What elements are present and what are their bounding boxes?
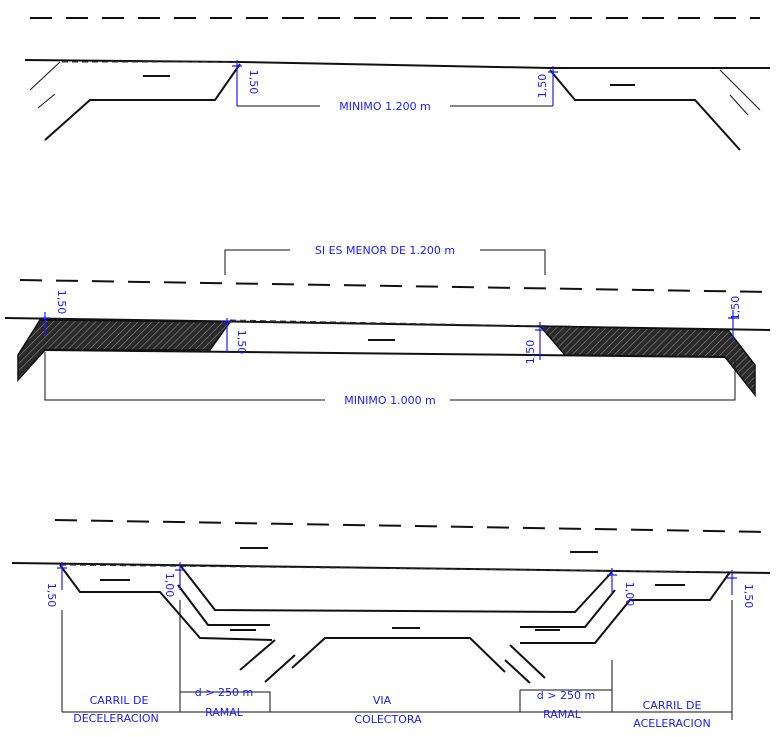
ramal-right-distance: d > 250 m: [537, 689, 595, 702]
dim-line-ramal-left: [180, 691, 271, 712]
min-distance-label-2: MINIMO 1.000 m: [344, 394, 436, 407]
decel-label-line2: DECELERACION: [73, 712, 158, 725]
offset-outer-right-label-2: 1,50: [729, 296, 742, 321]
collector-inner: [177, 584, 270, 626]
entry-ramp-right: [549, 69, 741, 151]
tick-inner-left-3: [175, 562, 185, 590]
via-colectora-center: [291, 637, 506, 673]
offset-inner-left-label-3: 1,00: [163, 573, 176, 598]
collector-inner-right: [520, 589, 616, 628]
ramal-left-distance: d > 250 m: [195, 686, 253, 699]
ramp-left-2: [264, 654, 296, 683]
accel-hatched-area: [538, 325, 756, 398]
ramp-stripe-1: [29, 61, 61, 91]
tick-outer-left-2: [40, 312, 50, 335]
min-dimension-line-2: [44, 352, 736, 401]
tick-inner-right-3: [607, 568, 617, 595]
guide-line-3: [59, 564, 731, 573]
offset-left-label: 1,50: [247, 70, 260, 95]
diagram-2: SI ES MENOR DE 1.200 m 1,50 1,50 1,50 1,…: [4, 244, 771, 407]
ramp-stripe-4: [729, 94, 749, 116]
exit-ramp-left: [44, 63, 241, 141]
tick-right: [548, 66, 558, 106]
offset-inner-right-label-2: 1,50: [524, 340, 537, 365]
accel-lane: [520, 571, 731, 644]
ramal-left-label: RAMAL: [205, 706, 244, 719]
diagram-1: 1,50 1,50 MINIMO 1.200 m: [24, 17, 770, 151]
offset-outer-left-label-2: 1,50: [55, 290, 68, 315]
decel-lane: [59, 564, 273, 641]
offset-right-label: 1,50: [536, 74, 549, 99]
offset-inner-left-label-2: 1,50: [235, 330, 248, 355]
accel-label-line2: ACELERACION: [633, 717, 710, 730]
lane-divider-top-3: [54, 519, 771, 533]
decel-label-line1: CARRIL DE: [90, 694, 149, 707]
dim-line-accel: [611, 600, 733, 720]
accel-label-line1: CARRIL DE: [643, 699, 702, 712]
tick-inner-left-2: [222, 318, 232, 352]
tick-outer-left-3: [57, 562, 67, 590]
ramp-right-1: [509, 644, 546, 679]
lane-divider-top-2: [19, 279, 771, 293]
ramp-left-1: [239, 639, 276, 671]
ramal-right-label: RAMAL: [543, 708, 582, 721]
via-label-line2: COLECTORA: [354, 713, 422, 726]
diagram-3: 1,50 1,00 1,00 1,50 CARRIL DE DECELERACI…: [11, 519, 771, 730]
ramp-right-2: [504, 659, 531, 684]
tick-outer-right-3: [727, 570, 737, 595]
collector-edge: [239, 61, 551, 69]
collector-road-2: [44, 349, 726, 358]
tick-left: [232, 60, 242, 106]
via-label-line1: VIA: [373, 694, 392, 707]
offset-outer-right-label-3: 1,50: [742, 584, 755, 609]
guide-line-2: [229, 319, 541, 327]
offset-inner-right-label-3: 1,00: [623, 582, 636, 607]
collector-top: [179, 564, 613, 614]
condition-bracket: [224, 249, 546, 275]
ramp-stripe-3: [719, 69, 761, 111]
ramp-stripe-2: [37, 93, 56, 109]
tick-inner-right-2: [535, 322, 545, 360]
dim-line-decel: [61, 600, 181, 712]
tick-outer-right-2: [728, 310, 738, 340]
min-distance-label: MINIMO 1.200 m: [339, 100, 431, 113]
condition-label: SI ES MENOR DE 1.200 m: [315, 244, 455, 257]
offset-outer-left-label-3: 1,50: [45, 583, 58, 608]
